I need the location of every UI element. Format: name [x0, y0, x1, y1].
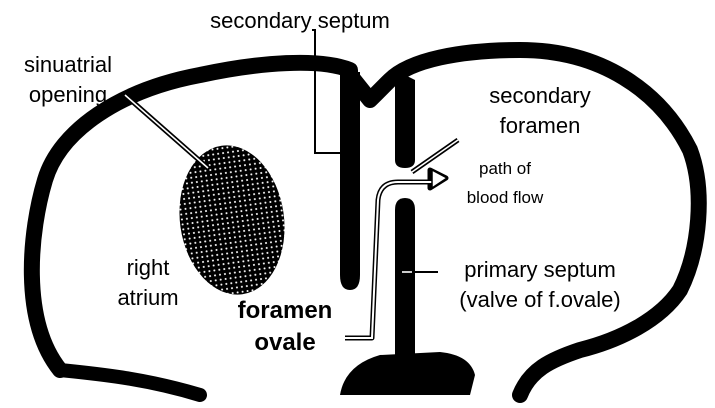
leader-secondary-foramen-inner: [412, 140, 458, 172]
secondary-septum-upper: [395, 70, 415, 168]
label-right-atrium-line1: right: [127, 255, 170, 280]
label-secondary-foramen-line1: secondary: [489, 83, 591, 108]
label-path-line1: path of: [479, 159, 531, 178]
atrial-wall-bottom-left: [60, 370, 200, 395]
label-primary-septum-line2: (valve of f.ovale): [459, 287, 620, 312]
sinuatrial-opening: [170, 138, 294, 301]
label-sinuatrial-line1: sinuatrial: [24, 52, 112, 77]
leader-sinuatrial-inner: [125, 95, 208, 168]
label-path-line2: blood flow: [467, 188, 544, 207]
label-secondary-foramen-line2: foramen: [500, 113, 581, 138]
secondary-septum-shape: [340, 72, 360, 290]
label-primary-septum-line1: primary septum: [464, 257, 616, 282]
label-foramen-ovale-line1: foramen: [238, 297, 333, 324]
label-foramen-ovale-line2: ovale: [254, 329, 315, 356]
septum-base: [340, 352, 475, 395]
label-secondary-septum: secondary septum: [210, 8, 390, 33]
label-sinuatrial-line2: opening: [29, 82, 107, 107]
label-right-atrium-line2: atrium: [117, 285, 178, 310]
primary-septum-shape: [395, 198, 415, 355]
